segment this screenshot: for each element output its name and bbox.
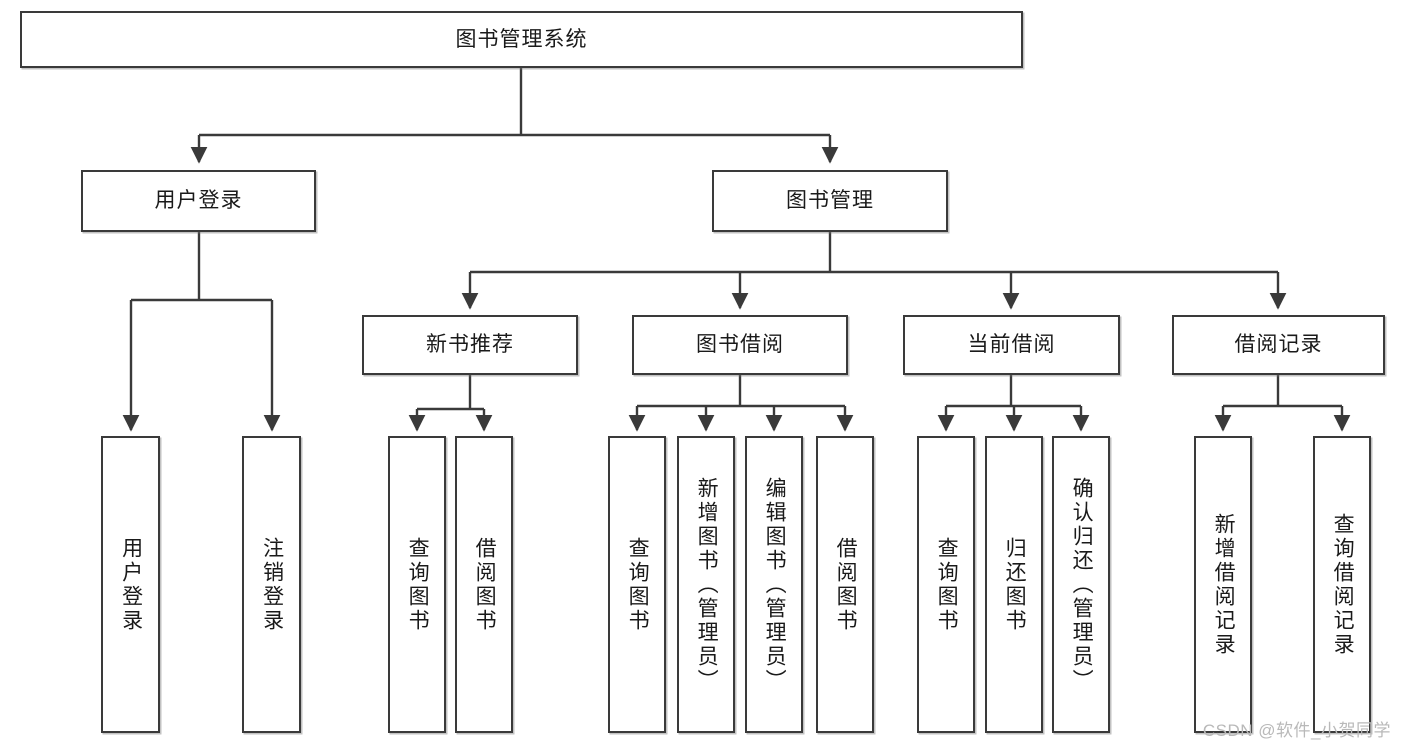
node-label: 图书管理 <box>786 189 874 213</box>
node-label: 新增借阅记录 <box>1212 512 1236 657</box>
node-label: 查询借阅记录 <box>1331 512 1355 657</box>
leaf-book-borrow-query[interactable]: 查询图书 <box>608 436 666 733</box>
node-book-management[interactable]: 图书管理 <box>712 170 948 232</box>
node-label: 用户登录 <box>119 536 143 633</box>
leaf-current-borrow-confirm-return[interactable]: 确认归还（管理员） <box>1052 436 1110 733</box>
node-borrow-records[interactable]: 借阅记录 <box>1172 315 1385 375</box>
leaf-current-borrow-return[interactable]: 归还图书 <box>985 436 1043 733</box>
leaf-user-login-login[interactable]: 用户登录 <box>101 436 160 733</box>
node-label: 用户登录 <box>154 189 243 213</box>
leaf-book-borrow-edit[interactable]: 编辑图书（管理员） <box>745 436 803 733</box>
node-label: 编辑图书（管理员） <box>763 476 787 693</box>
node-current-borrow[interactable]: 当前借阅 <box>903 315 1120 375</box>
node-user-login[interactable]: 用户登录 <box>81 170 316 232</box>
node-label: 确认归还（管理员） <box>1070 476 1094 693</box>
node-root-system[interactable]: 图书管理系统 <box>20 11 1023 68</box>
node-label: 图书借阅 <box>696 333 784 357</box>
leaf-user-login-logout[interactable]: 注销登录 <box>242 436 301 733</box>
node-label: 图书管理系统 <box>455 27 588 51</box>
node-label: 新增图书（管理员） <box>695 476 719 693</box>
leaf-new-book-query[interactable]: 查询图书 <box>388 436 446 733</box>
node-label: 注销登录 <box>260 536 284 633</box>
leaf-current-borrow-query[interactable]: 查询图书 <box>917 436 975 733</box>
node-book-borrow[interactable]: 图书借阅 <box>632 315 848 375</box>
node-label: 借阅图书 <box>473 536 497 633</box>
node-label: 新书推荐 <box>426 333 514 357</box>
node-label: 借阅图书 <box>834 536 858 633</box>
leaf-book-borrow-borrow[interactable]: 借阅图书 <box>816 436 874 733</box>
node-label: 查询图书 <box>935 536 959 633</box>
node-label: 归还图书 <box>1003 536 1027 633</box>
node-label: 当前借阅 <box>967 333 1056 357</box>
leaf-new-book-borrow[interactable]: 借阅图书 <box>455 436 513 733</box>
leaf-borrow-record-query[interactable]: 查询借阅记录 <box>1313 436 1371 733</box>
leaf-borrow-record-add[interactable]: 新增借阅记录 <box>1194 436 1252 733</box>
watermark-text: CSDN @软件_小贺同学 <box>1202 721 1391 740</box>
leaf-book-borrow-add[interactable]: 新增图书（管理员） <box>677 436 735 733</box>
node-label: 查询图书 <box>626 536 650 633</box>
node-label: 借阅记录 <box>1234 333 1323 357</box>
node-new-book-recommend[interactable]: 新书推荐 <box>362 315 578 375</box>
node-label: 查询图书 <box>406 536 430 633</box>
